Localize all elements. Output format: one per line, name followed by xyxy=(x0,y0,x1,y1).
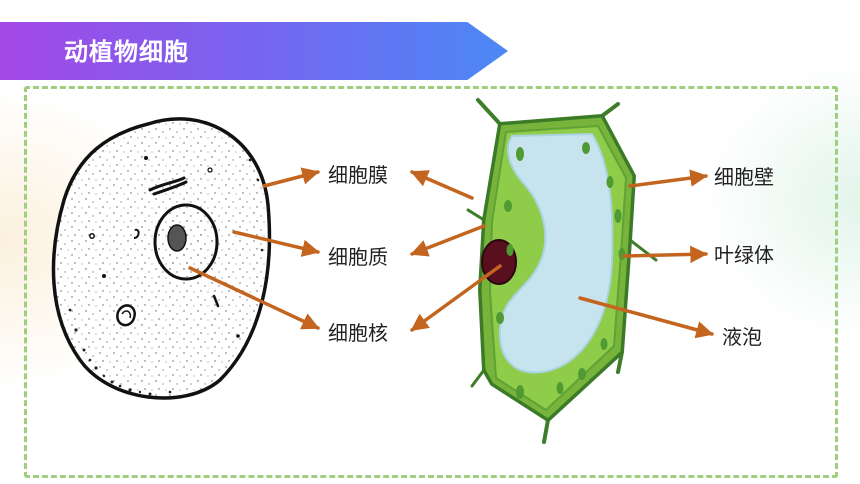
animal-granule xyxy=(212,294,220,308)
diagram-frame xyxy=(24,86,838,478)
arrow-vacuole xyxy=(578,296,714,339)
arrow-animal-membrane xyxy=(262,167,320,188)
page-title: 动植物细胞 xyxy=(64,38,189,66)
animal-vesicle xyxy=(116,304,136,327)
animal-granule xyxy=(133,228,140,239)
animal-vesicle-inner xyxy=(121,310,132,319)
animal-nucleolus xyxy=(167,224,187,252)
animal-granule xyxy=(102,274,106,278)
label-nucleus: 细胞核 xyxy=(328,321,388,345)
animal-granule xyxy=(89,233,95,239)
animal-granule xyxy=(236,334,240,338)
label-cell-wall: 细胞壁 xyxy=(714,165,774,189)
arrow-cell-wall xyxy=(628,169,708,188)
label-vacuole: 液泡 xyxy=(722,325,762,349)
animal-granule xyxy=(144,156,148,160)
animal-cell xyxy=(51,117,272,400)
arrow-animal-nucleus xyxy=(188,266,320,330)
plant-cell xyxy=(466,98,658,444)
label-cytoplasm: 细胞质 xyxy=(328,245,388,269)
plant-chloroplasts xyxy=(496,142,626,399)
label-chloroplast: 叶绿体 xyxy=(714,243,774,267)
arrow-plant-membrane xyxy=(410,170,474,200)
label-arrows xyxy=(188,167,714,339)
arrow-plant-nucleus xyxy=(410,264,502,332)
arrow-animal-cytoplasm xyxy=(232,230,320,257)
label-cell-membrane: 细胞膜 xyxy=(328,163,388,187)
animal-granule xyxy=(207,167,213,173)
arrow-plant-cytoplasm xyxy=(410,224,486,257)
plant-vacuole xyxy=(498,132,614,374)
animal-edge-shading xyxy=(68,158,264,396)
animal-golgi xyxy=(148,176,188,196)
title-banner xyxy=(0,22,508,80)
arrow-chloroplast xyxy=(622,245,708,264)
